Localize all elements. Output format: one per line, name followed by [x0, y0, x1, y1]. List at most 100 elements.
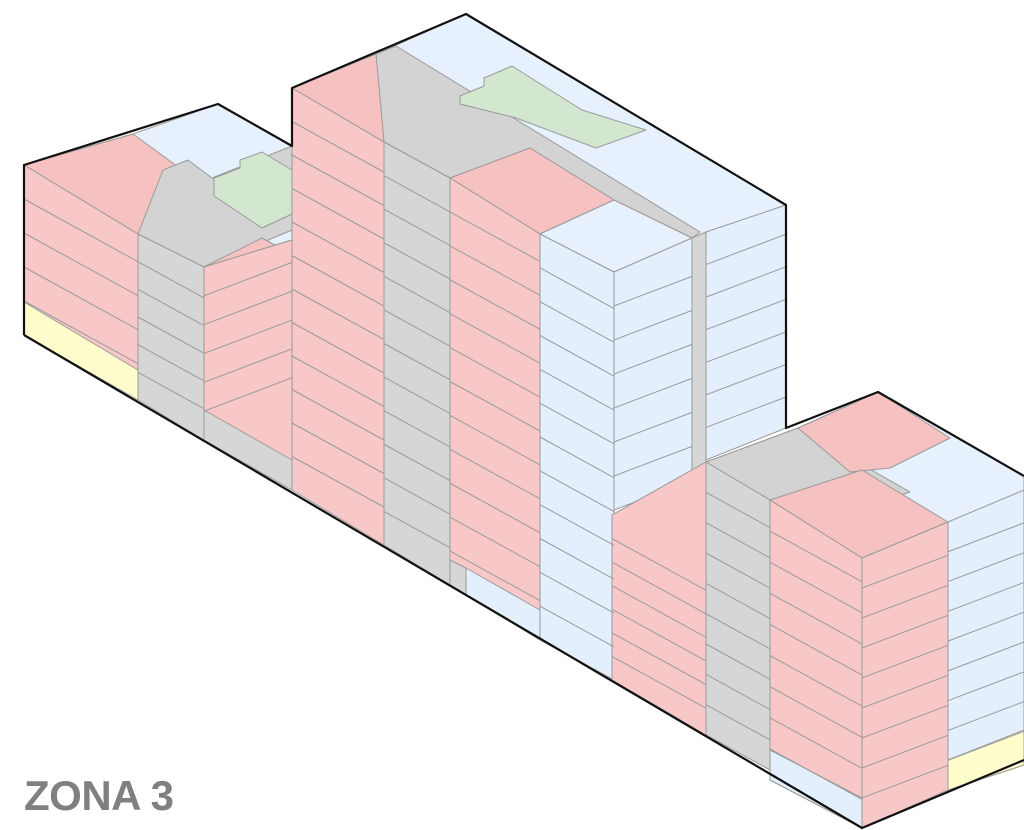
- tall-block-blue-line: [539, 571, 615, 614]
- right-block-side-line-b: [947, 581, 1024, 612]
- tall-block-floor-line: [291, 389, 385, 441]
- tall-block-core-line: [383, 376, 451, 414]
- left-block-side-line: [203, 261, 293, 297]
- tall-block-side-core: [691, 231, 707, 481]
- tall-block-core-line: [383, 242, 451, 280]
- left-block-core-line: [137, 371, 205, 410]
- tall-block-core-line: [383, 175, 451, 213]
- right-block-side-line: [861, 554, 949, 589]
- tall-block-core-line: [383, 477, 451, 515]
- tall-block-side-line-b: [705, 363, 787, 396]
- right-block-side-line: [861, 614, 949, 649]
- tall-block-floor-line: [291, 422, 385, 475]
- tall-block-core-line: [383, 410, 451, 448]
- tall-block-core-line: [383, 343, 451, 381]
- tall-block-floor-line: [291, 355, 385, 408]
- tall-block-blue-line: [539, 335, 615, 377]
- right-block-core-line: [705, 491, 771, 528]
- tall-block-side-blue: [613, 237, 693, 511]
- tall-block-side-line-b: [705, 298, 787, 331]
- right-block-front-core: [705, 461, 771, 771]
- zone-label: ZONA 3: [24, 772, 174, 819]
- tall-block-roof-green: [459, 65, 647, 149]
- tall-block-blue-line: [539, 368, 615, 411]
- right-block-red-line: [769, 624, 863, 676]
- tall-block-core-line: [383, 208, 451, 246]
- tall-block-red-line: [449, 347, 541, 398]
- right-block-red-line: [769, 530, 863, 583]
- tall-block-blue-line: [539, 402, 615, 445]
- tall-block-core-line: [383, 443, 451, 481]
- right-block-side-line-b: [947, 671, 1024, 702]
- tall-block-side-line: [613, 411, 693, 443]
- left-block-floor-line: [23, 300, 139, 365]
- right-block-red-line: [769, 748, 863, 800]
- left-block-core-line: [137, 288, 205, 327]
- tall-block-side-line-b: [705, 266, 787, 298]
- tall-block-side-line: [613, 275, 693, 307]
- tall-block-blue-line: [539, 470, 615, 512]
- right-block-floor-line: [611, 585, 707, 638]
- tall-block-blue-line: [539, 436, 615, 479]
- tall-block-front-red: [291, 87, 385, 546]
- tall-block-blue-line: [539, 301, 615, 343]
- tall-block-red-line: [449, 381, 541, 432]
- left-block-core-line: [137, 261, 205, 299]
- right-block-red-line: [769, 592, 863, 645]
- right-block-core-line: [705, 613, 771, 650]
- right-block-side-line-b: [947, 701, 1024, 731]
- tall-block-side-blue-b: [705, 204, 787, 461]
- right-block-side-line: [861, 674, 949, 709]
- left-block-floor-line: [23, 232, 139, 297]
- right-block-side-line-b: [947, 641, 1024, 672]
- tall-block-red-line: [449, 245, 541, 296]
- right-block-floor-line: [611, 538, 707, 591]
- tall-block-blue-line: [539, 538, 615, 580]
- right-block-side-line-b: [947, 611, 1024, 642]
- tall-block-floor-line: [291, 221, 385, 274]
- right-block-core-line: [705, 552, 771, 589]
- right-block-red-line: [769, 561, 863, 614]
- tall-block-blue-line: [539, 605, 615, 648]
- left-block-side-line: [203, 319, 293, 354]
- tall-block-front-core: [383, 141, 451, 586]
- tall-block-side-line-b: [705, 331, 787, 363]
- tall-block-red-line: [449, 448, 541, 500]
- right-block-side-line-b: [947, 552, 1024, 583]
- tall-block-core-line: [383, 275, 451, 314]
- right-block-red-line: [769, 686, 863, 738]
- tall-block-side-line: [613, 309, 693, 341]
- left-block-side-line: [203, 377, 293, 412]
- right-block-side-line: [861, 584, 949, 619]
- outlines: [22, 12, 1024, 830]
- tall-block-red-line: [449, 414, 541, 466]
- right-block-side-line: [861, 734, 949, 769]
- tall-block-side-line: [613, 445, 693, 477]
- left-block-core-line: [137, 316, 205, 354]
- right-block-side-line: [861, 644, 949, 679]
- right-block-side-line-b: [947, 522, 1024, 553]
- right-block-red-line: [769, 655, 863, 707]
- left-block-floor-line: [23, 198, 139, 263]
- building-outline-top: [22, 12, 1024, 477]
- tall-block-core-line: [383, 309, 451, 347]
- tall-block-side-line-b: [705, 233, 787, 266]
- tall-block-floor-line: [291, 154, 385, 207]
- right-block-side-yellow: [947, 729, 1024, 791]
- tall-block-floor-line: [291, 188, 385, 240]
- tall-block-red-line: [449, 211, 541, 262]
- tall-block-red-line: [449, 516, 541, 568]
- right-block-red-line: [769, 717, 863, 769]
- right-block-side-line: [861, 704, 949, 739]
- left-block-side-line: [203, 348, 293, 383]
- right-block-core-line: [705, 704, 771, 741]
- right-block-core-line: [705, 643, 771, 680]
- right-block-floor-line: [611, 608, 707, 662]
- building-outline-base: [23, 334, 1024, 830]
- floor-lines: [23, 121, 1024, 800]
- tall-block-red-line: [449, 313, 541, 364]
- tall-block-floor-line: [291, 121, 385, 173]
- left-block-side-line: [203, 290, 293, 326]
